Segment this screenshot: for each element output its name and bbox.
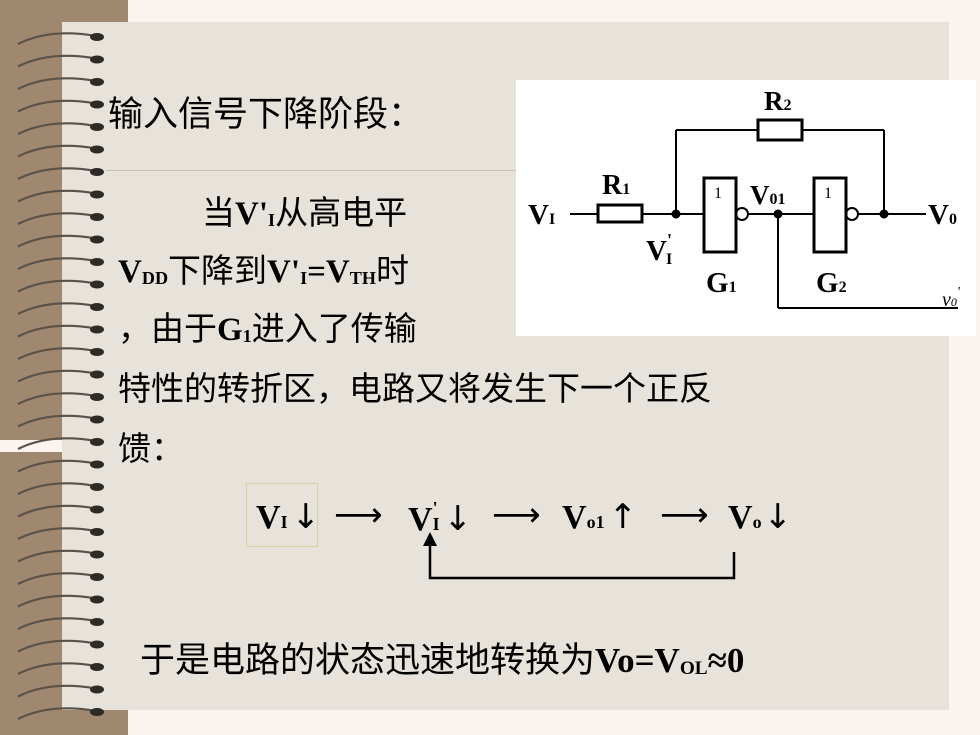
node-vo1 [773, 209, 783, 219]
binding-ring [17, 257, 104, 270]
binding-ring [17, 482, 104, 495]
chain-arrow-2: ⟶ [492, 495, 541, 535]
chain-arrow-1: ⟶ [334, 495, 383, 535]
gate-g1-mark: 1 [714, 185, 722, 202]
feedback-chain: VI↓ ⟶ V'I↓ ⟶ Vo1↑ ⟶ Vo↓ [256, 495, 792, 580]
binding-ring [17, 684, 104, 698]
binding-ring [17, 662, 104, 675]
chain-node-vi-prime: V'I↓ [408, 498, 472, 539]
header-rule [106, 170, 516, 171]
chain-arrow-3: ⟶ [660, 495, 709, 535]
binding-ring [17, 144, 104, 158]
label-vi-prime: V'I [646, 230, 672, 268]
highlight-box [246, 483, 318, 547]
label-r2: R2 [764, 86, 792, 116]
binding-ring [17, 572, 104, 585]
chain-node-vi: VI↓ [256, 497, 320, 537]
paragraph-line-4: 特性的转折区，电路又将发生下一个正反 [118, 369, 712, 408]
node-vi-prime [671, 209, 681, 219]
binding-ring [17, 347, 104, 360]
binding-ring [17, 369, 104, 383]
binding-ring [17, 392, 104, 405]
binding-ring [17, 279, 104, 293]
gate-g1-bubble [735, 207, 749, 221]
paragraph-line-2: VDD下降到V'I=VTH时 [118, 251, 409, 290]
binding-ring [17, 324, 104, 338]
feedback-loop-arrowhead [423, 532, 437, 546]
binding-ring [17, 302, 104, 315]
label-vi: VI [528, 199, 555, 231]
binding-ring [17, 437, 104, 450]
binding-ring [17, 99, 104, 113]
gate-g2-bubble [845, 207, 859, 221]
binding-ring [17, 594, 104, 608]
label-vo: V0 [928, 199, 957, 231]
gate-g2-mark: 1 [824, 185, 832, 202]
conclusion-line: 于是电路的状态迅速地转换为Vo=VOL≈0 [140, 641, 745, 681]
label-vo-prime: v0' [942, 285, 961, 311]
binding-ring [17, 617, 104, 630]
binding-ring [17, 189, 104, 203]
binding-ring [17, 212, 104, 225]
label-g2: G2 [816, 267, 847, 299]
binding-ring [17, 32, 104, 45]
feedback-loop-line [428, 542, 736, 580]
binding-ring [17, 639, 104, 653]
paragraph-line-3: ，由于G1进入了传输 [118, 309, 417, 348]
binding-ring [17, 527, 104, 540]
binding-ring [17, 54, 104, 68]
label-vo1: V01 [750, 180, 786, 210]
chain-node-vo1: Vo1↑ [562, 497, 637, 537]
spiral-binding-rings [17, 32, 104, 720]
label-g1: G1 [706, 267, 737, 299]
binding-ring [17, 77, 104, 90]
paragraph-line-1: 当V'I从高电平 [202, 193, 408, 232]
node-output [879, 209, 889, 219]
chain-node-vo: Vo↓ [728, 497, 792, 537]
paragraph-line-5: 馈： [118, 429, 184, 468]
binding-ring [17, 459, 104, 473]
binding-ring [17, 167, 104, 180]
label-r1: R1 [602, 170, 630, 201]
binding-ring [17, 414, 104, 428]
section-heading: 输入信号下降阶段： [108, 95, 424, 135]
circuit-diagram: R2 R1 VI V'I V01 V0 G1 G2 1 1 v0' [516, 80, 976, 336]
resistor-r1 [596, 203, 644, 224]
binding-ring [17, 707, 104, 720]
binding-ring [17, 549, 104, 563]
binding-ring [17, 122, 104, 135]
binding-ring [17, 504, 104, 518]
resistor-r2 [756, 118, 804, 142]
binding-ring [17, 234, 104, 248]
